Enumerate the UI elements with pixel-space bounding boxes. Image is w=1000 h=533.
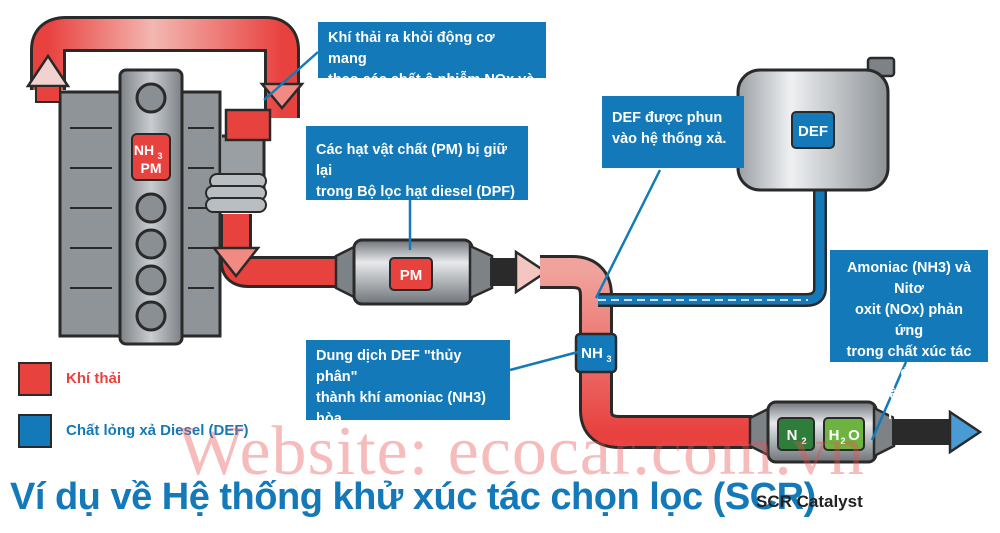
callout-hydrolysis-line3: vào khí thải.: [316, 432, 400, 448]
callout-hydrolysis-line1: Dung dịch DEF "thủy phân": [316, 348, 462, 385]
engine-nh3-label: NH: [134, 142, 154, 158]
leader-exhaust: [263, 51, 319, 101]
h2o-h-label: H: [829, 427, 840, 444]
callout-reaction-line1: Amoniac (NH3) và Nitơ: [846, 260, 972, 297]
callout-reaction-line4: tạo thành nitơ và nước.: [850, 386, 968, 423]
callout-reaction-line2: oxit (NOx) phản ứng: [855, 302, 963, 339]
n2-label: N: [787, 427, 798, 444]
def-line: [598, 190, 827, 307]
leader-hydrolysis: [509, 350, 579, 372]
legend-exhaust-swatch: [18, 362, 52, 396]
legend-def-label: Chất lỏng xả Diesel (DEF): [66, 422, 249, 439]
callout-hydrolysis: Dung dịch DEF "thủy phân" thành khí amon…: [306, 340, 510, 448]
engine-cylinders: [135, 82, 167, 332]
callout-reaction-line3: trong chất xúc tác để: [846, 344, 972, 381]
h2o-badge: [823, 417, 865, 451]
cylinder: [135, 264, 167, 296]
exhaust-manifold: [205, 108, 272, 213]
callout-dpf-line2: trong Bộ lọc hạt diesel (DPF): [316, 184, 515, 200]
exhaust-right-arrow: [514, 249, 549, 295]
engine-emission-badge: NH 3 PM: [131, 133, 171, 181]
cylinder: [135, 300, 167, 332]
exhaust-pipe-after-dpf: [490, 249, 549, 295]
exhaust-pipe-to-dpf: [211, 214, 340, 288]
h2o-subscript: 2: [840, 436, 845, 446]
leader-reaction: [870, 361, 908, 441]
legend-def-swatch: [18, 414, 52, 448]
cylinder: [135, 82, 167, 114]
exhaust-loop-pipe: [25, 16, 305, 118]
callout-reaction: Amoniac (NH3) và Nitơ oxit (NOx) phản ứn…: [830, 250, 988, 423]
engine-nh3-subscript: 3: [157, 151, 162, 161]
engine-pm-label: PM: [141, 160, 162, 176]
scr-catalyst-caption: SCR Catalyst: [756, 492, 863, 511]
callout-exhaust: Khí thải ra khỏi động cơ mang theo các c…: [318, 22, 546, 109]
n2-badge: [777, 417, 815, 451]
leader-def-spray: [594, 169, 662, 299]
cylinder: [135, 228, 167, 260]
callout-hydrolysis-line2: thành khí amoniac (NH3) hòa: [316, 390, 486, 427]
tank-label: DEF: [798, 123, 828, 140]
callout-def-spray-line2: vào hệ thống xả.: [612, 131, 727, 147]
n2-subscript: 2: [801, 436, 806, 446]
page-title: Ví dụ về Hệ thống khử xúc tác chọn lọc (…: [10, 476, 816, 518]
scr-catalyst: N 2 H 2 O: [748, 400, 896, 464]
callout-dpf: Các hạt vật chất (PM) bị giữ lại trong B…: [306, 126, 528, 200]
exhaust-down-arrow: [211, 246, 261, 279]
callout-def-spray-line1: DEF được phun: [612, 110, 723, 126]
callout-def-spray: DEF được phun vào hệ thống xả.: [602, 96, 744, 168]
callout-exhaust-line1: Khí thải ra khỏi động cơ mang: [328, 30, 495, 67]
dpf-filter: PM: [334, 238, 494, 306]
h2o-o-label: O: [848, 427, 860, 444]
dpf-pm-label: PM: [400, 267, 423, 284]
nh3-box-label: NH: [581, 345, 603, 362]
scr-outlet-pipe: [892, 409, 983, 455]
callout-exhaust-line2: theo các chất ô nhiễm NOx và PM: [328, 72, 535, 109]
def-tank: DEF: [736, 56, 896, 192]
callout-dpf-line1: Các hạt vật chất (PM) bị giữ lại: [316, 142, 507, 179]
callout-leaders: [263, 51, 908, 441]
cylinder: [135, 192, 167, 224]
nh3-box-subscript: 3: [606, 354, 611, 364]
outlet-arrow: [948, 409, 983, 455]
legend-exhaust-label: Khí thải: [66, 370, 121, 387]
nh3-injector-box: NH 3: [574, 332, 618, 374]
